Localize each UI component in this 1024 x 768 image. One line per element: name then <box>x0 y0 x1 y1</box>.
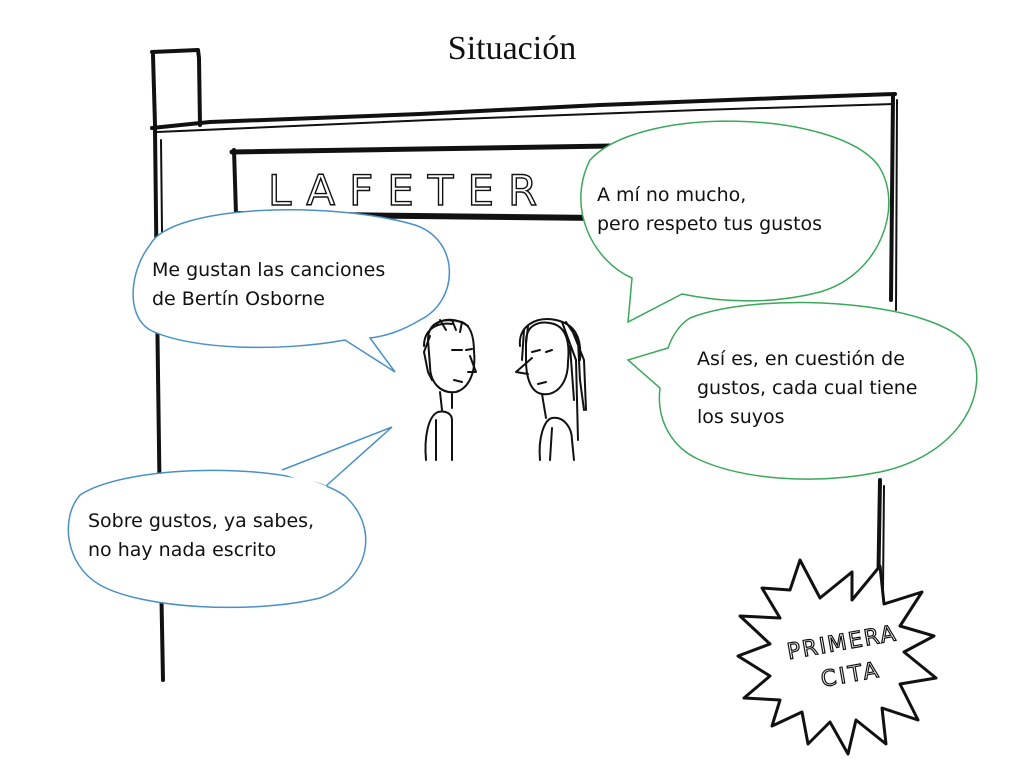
speech-line: no hay nada escrito <box>88 539 277 561</box>
person-right <box>515 318 587 461</box>
sign-lettering: LAFETER <box>268 166 551 215</box>
speech-line: Me gustan las canciones <box>152 259 386 281</box>
speech-line: pero respeto tus gustos <box>597 213 823 235</box>
speech-line: Así es, en cuestión de <box>697 348 905 370</box>
speech-text-right-top: A mí no mucho, pero respeto tus gustos <box>597 181 822 239</box>
person-left <box>423 318 477 461</box>
speech-text-left-bottom: Sobre gustos, ya sabes, no hay nada escr… <box>88 507 314 565</box>
speech-text-left-top: Me gustan las canciones de Bertín Osborn… <box>152 256 385 314</box>
cafeteria-sign: LAFETER <box>229 143 615 221</box>
speech-text-right-mid: Así es, en cuestión de gustos, cada cual… <box>697 345 918 432</box>
speech-bubble-left-top <box>132 208 451 373</box>
primera-cita-stamp: PRIMERA CITA <box>736 558 938 756</box>
speech-line: de Bertín Osborne <box>152 288 325 310</box>
speech-line: gustos, cada cual tiene <box>697 377 918 399</box>
speech-bubble-right-top <box>580 120 890 324</box>
speech-line: Sobre gustos, ya sabes, <box>88 510 315 532</box>
slide-title: Situación <box>447 30 577 67</box>
cafeteria-frame <box>150 48 898 682</box>
speech-bubble-left-bottom <box>67 426 393 609</box>
speech-bubble-right-mid <box>626 301 978 480</box>
speech-line: los suyos <box>697 406 785 428</box>
speech-line: A mí no mucho, <box>597 184 747 206</box>
